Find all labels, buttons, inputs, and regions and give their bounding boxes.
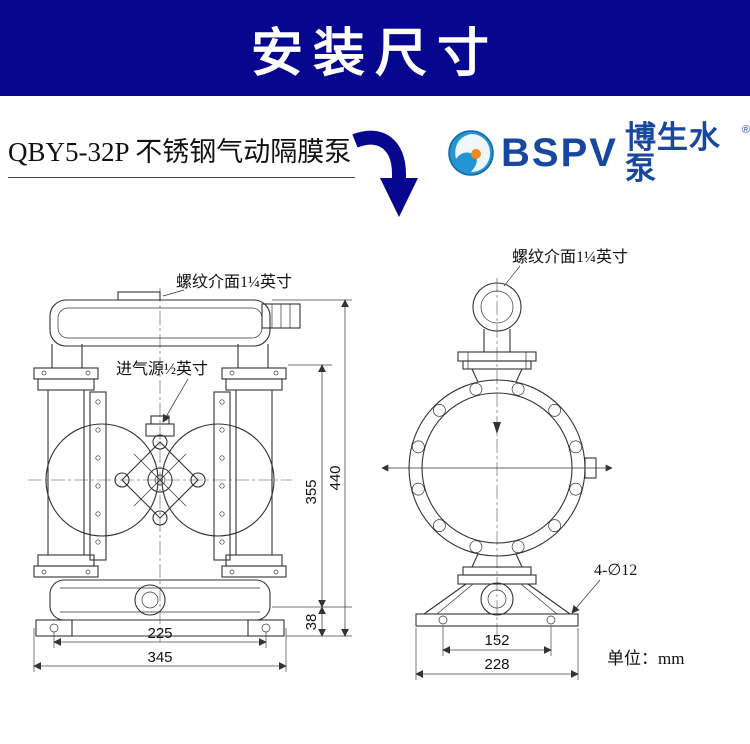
side-thread-label: 螺纹介面1¼英寸 (512, 248, 628, 266)
registered-mark: ® (741, 124, 750, 136)
front-dimensions: 355 440 38 225 345 (33, 299, 352, 672)
mounting-holes-label: 4-∅12 (594, 562, 637, 579)
brand-logo-icon (448, 130, 494, 176)
dim-225: 225 (147, 625, 172, 642)
header-banner: 安装尺寸 (0, 0, 750, 96)
dim-228: 228 (484, 656, 509, 673)
side-top-port (472, 282, 522, 332)
air-inlet-leader (162, 378, 189, 423)
dim-38: 38 (303, 614, 320, 631)
clamp-bolts (95, 399, 225, 545)
side-base (415, 583, 579, 627)
side-chamber-inner (421, 392, 573, 544)
technical-drawing: 螺纹介面1¼英寸 进气源½英寸 355 440 38 225 345 (28, 248, 684, 680)
side-outlet (480, 582, 514, 616)
down-arrow-icon (352, 130, 418, 217)
right-chamber (161, 423, 275, 537)
front-view-drawing (28, 288, 301, 642)
product-title: QBY5-32P 不锈钢气动隔膜泵 (8, 130, 356, 178)
brand-name-cn: 博生水泵 (624, 120, 721, 186)
dim-440: 440 (327, 465, 344, 490)
left-chamber (45, 423, 159, 537)
top-flanges (33, 367, 287, 391)
side-dimensions: 152 228 (415, 626, 579, 680)
brand-logo: BSPV 博生水泵 ® (448, 122, 750, 184)
bottom-flanges (33, 554, 287, 578)
dim-345: 345 (147, 649, 172, 666)
holes-leader (571, 579, 601, 614)
page-title: 安装尺寸 (250, 24, 499, 83)
centerline-arrow (493, 422, 501, 434)
discharge-port (117, 291, 161, 301)
unit-label: 单位：mm (607, 649, 684, 668)
front-thread-label: 螺纹介面1¼英寸 (176, 273, 292, 291)
side-bolt-circle (411, 382, 583, 554)
side-port-tab (584, 457, 597, 479)
front-thread-leader (162, 289, 185, 297)
dim-355: 355 (303, 479, 320, 504)
side-view-drawing (381, 278, 613, 642)
side-thread-leader (503, 265, 521, 287)
air-valve-body (114, 415, 206, 526)
air-inlet-label: 进气源½英寸 (116, 360, 208, 378)
brand-name: BSPV (501, 131, 618, 175)
dim-152: 152 (484, 632, 509, 649)
drain-port (134, 584, 166, 616)
